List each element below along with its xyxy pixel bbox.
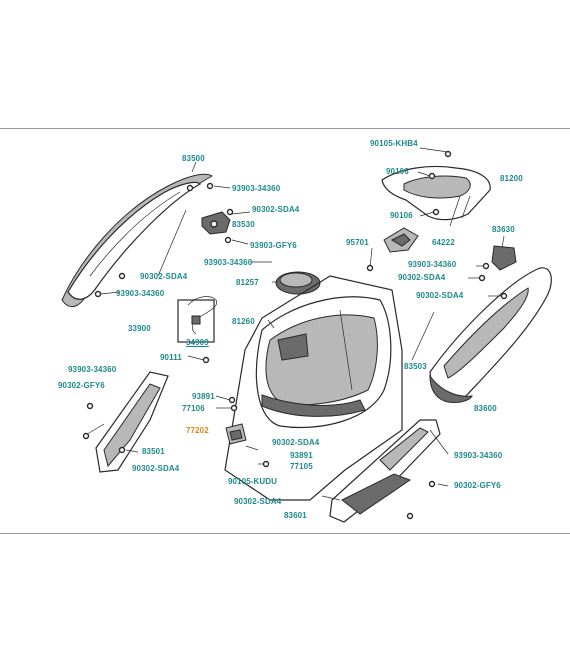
part-label-90302-SDA4[interactable]: 90302-SDA4 xyxy=(132,464,180,473)
part-label-83600[interactable]: 83600 xyxy=(474,404,497,413)
part-label-34909[interactable]: 34909 xyxy=(186,338,209,347)
leader-lines xyxy=(99,147,505,501)
part-label-90302-GFY6[interactable]: 90302-GFY6 xyxy=(58,381,105,390)
part-77202-shape xyxy=(225,423,247,445)
part-label-90105-KHB4[interactable]: 90105-KHB4 xyxy=(370,139,418,148)
part-label-90111[interactable]: 90111 xyxy=(160,353,182,362)
part-83501-shape xyxy=(83,371,169,473)
part-label-83530[interactable]: 83530 xyxy=(232,220,255,229)
part-label-93903-34360[interactable]: 93903-34360 xyxy=(116,289,165,298)
part-label-83500[interactable]: 83500 xyxy=(182,154,205,163)
part-33900-shape xyxy=(177,296,218,343)
part-81257-shape xyxy=(275,271,321,295)
part-label-83501[interactable]: 83501 xyxy=(142,447,165,456)
part-label-90105-KUDU[interactable]: 90105-KUDU xyxy=(228,477,278,486)
part-label-77106[interactable]: 77106 xyxy=(182,404,205,413)
part-label-81200[interactable]: 81200 xyxy=(500,174,523,183)
part-83601-shape xyxy=(329,419,441,523)
part-83600-shape xyxy=(429,267,552,403)
part-label-33900[interactable]: 33900 xyxy=(128,324,151,333)
part-label-90302-SDA4[interactable]: 90302-SDA4 xyxy=(398,273,446,282)
part-label-77202-highlighted[interactable]: 77202 xyxy=(186,426,209,435)
part-label-81260[interactable]: 81260 xyxy=(232,317,255,326)
part-81260-shape xyxy=(224,275,403,501)
part-label-90302-SDA4[interactable]: 90302-SDA4 xyxy=(272,438,320,447)
part-label-90302-SDA4[interactable]: 90302-SDA4 xyxy=(416,291,464,300)
part-label-90302-GFY6[interactable]: 90302-GFY6 xyxy=(454,481,501,490)
part-label-64222[interactable]: 64222 xyxy=(432,238,455,247)
part-83630-shape xyxy=(491,245,517,271)
part-64222-shape xyxy=(383,227,419,253)
part-label-83630[interactable]: 83630 xyxy=(492,225,515,234)
part-label-93903-34360[interactable]: 93903-34360 xyxy=(68,365,117,374)
fasteners xyxy=(82,150,508,520)
part-83500-shape xyxy=(61,173,214,308)
part-label-93903-34360[interactable]: 93903-34360 xyxy=(408,260,457,269)
part-label-77105[interactable]: 77105 xyxy=(290,462,313,471)
part-label-90302-SDA4[interactable]: 90302-SDA4 xyxy=(234,497,282,506)
part-label-90106[interactable]: 90106 xyxy=(390,211,413,220)
part-label-90106[interactable]: 90106 xyxy=(386,167,409,176)
part-label-83503[interactable]: 83503 xyxy=(404,362,427,371)
part-label-93891[interactable]: 93891 xyxy=(290,451,313,460)
part-label-81257[interactable]: 81257 xyxy=(236,278,259,287)
part-label-95701[interactable]: 95701 xyxy=(346,238,369,247)
part-label-93903-34360[interactable]: 93903-34360 xyxy=(232,184,281,193)
part-label-90302-SDA4[interactable]: 90302-SDA4 xyxy=(140,272,188,281)
part-83530-shape xyxy=(201,211,231,235)
part-label-93903-34360[interactable]: 93903-34360 xyxy=(454,451,503,460)
part-label-93903-GFY6[interactable]: 93903-GFY6 xyxy=(250,241,297,250)
part-label-83601[interactable]: 83601 xyxy=(284,511,307,520)
part-label-90302-SDA4[interactable]: 90302-SDA4 xyxy=(252,205,300,214)
part-label-93903-34360[interactable]: 93903-34360 xyxy=(204,258,253,267)
part-81200-shape xyxy=(381,165,491,227)
part-label-93891[interactable]: 93891 xyxy=(192,392,215,401)
